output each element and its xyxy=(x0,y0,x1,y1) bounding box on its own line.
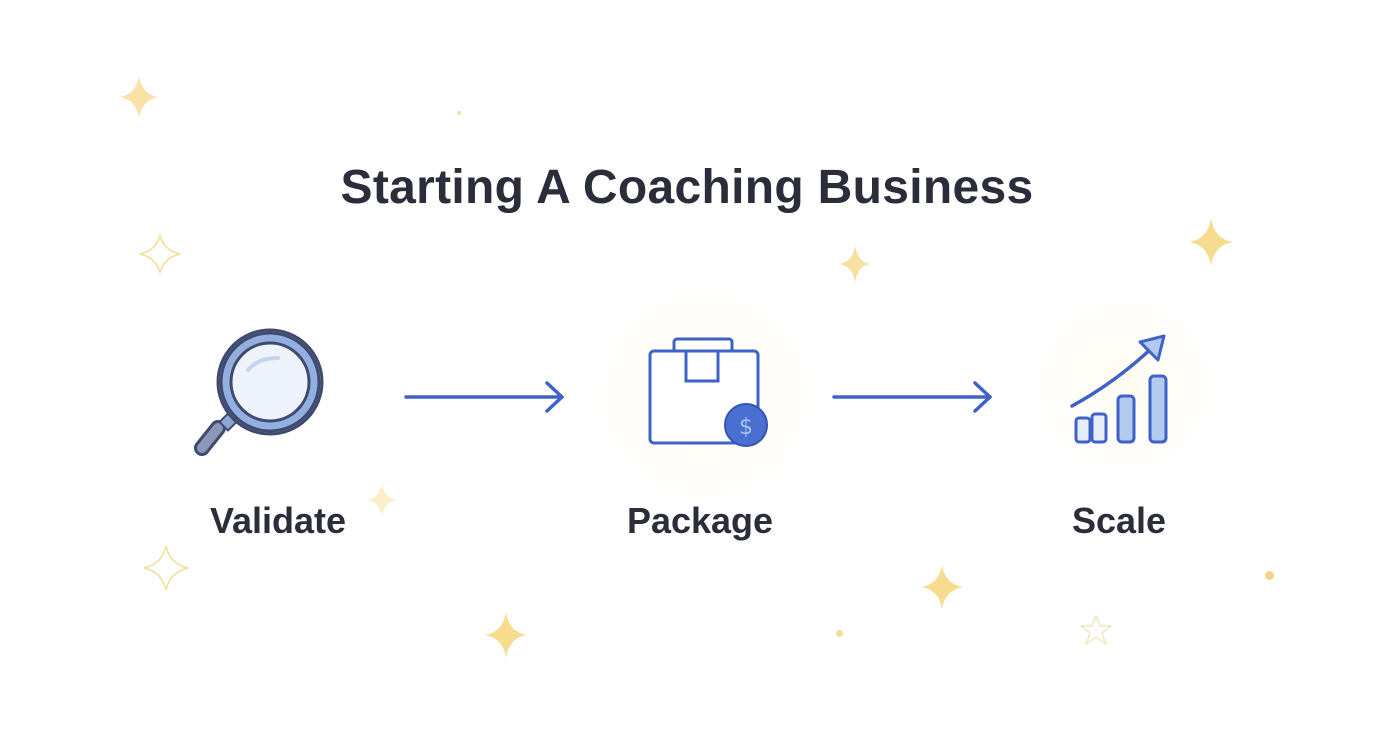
box-with-dollar-coin-icon: $ xyxy=(648,337,768,447)
sparkle-icon xyxy=(921,565,963,609)
diagram-title: Starting A Coaching Business xyxy=(340,161,1034,214)
sparkle-icon xyxy=(120,76,158,118)
decorative-halo xyxy=(1030,290,1220,480)
growth-chart-icon xyxy=(1070,334,1168,444)
sparkle-icon xyxy=(839,245,871,283)
sparkle-icon xyxy=(1189,218,1233,266)
arrow-right-icon xyxy=(404,381,564,413)
dot-sparkle xyxy=(457,111,461,115)
step-label-validate: Validate xyxy=(209,500,347,541)
sparkle-outline-icon xyxy=(143,545,189,591)
dot-sparkle xyxy=(1265,571,1274,580)
sparkle-icon xyxy=(485,612,527,658)
svg-text:$: $ xyxy=(739,415,753,440)
sparkle-icon xyxy=(367,483,397,517)
step-label-scale: Scale xyxy=(1071,500,1167,541)
arrow-right-icon xyxy=(832,381,992,413)
dot-sparkle xyxy=(836,630,843,637)
magnifying-glass-icon xyxy=(194,328,324,456)
sparkle-outline-icon xyxy=(139,234,181,274)
star-outline-icon xyxy=(1079,614,1113,646)
step-label-package: Package xyxy=(626,500,774,541)
